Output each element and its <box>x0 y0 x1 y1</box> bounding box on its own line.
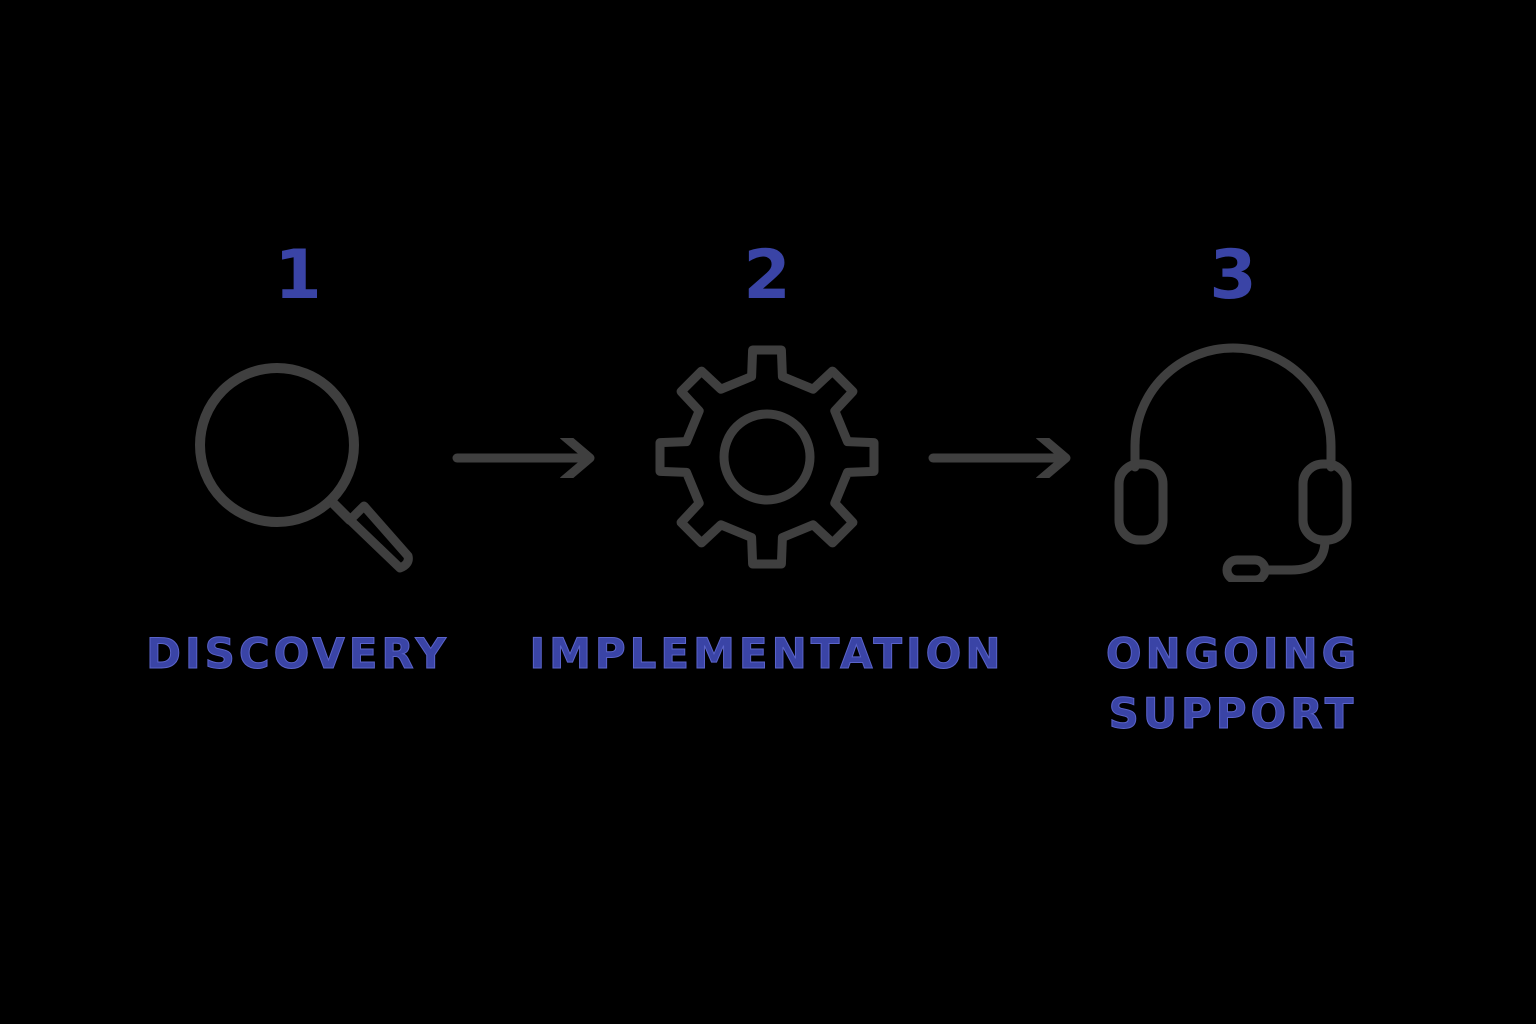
step-label: IMPLEMENTATION <box>527 624 1007 684</box>
step-number: 3 <box>1209 236 1257 315</box>
arrow-right-icon <box>452 438 595 478</box>
magnifying-glass-icon <box>195 363 413 573</box>
step-number: 1 <box>274 236 322 315</box>
gear-icon <box>655 345 879 569</box>
arrow-right-icon <box>928 438 1071 478</box>
step-number: 2 <box>743 236 791 315</box>
step-ongoing-support: 3 ONGOING SUPPORT <box>993 230 1473 744</box>
step-label-line: DISCOVERY <box>146 629 450 679</box>
headset-icon <box>1114 343 1352 582</box>
step-implementation: 2 IMPLEMENTATION <box>527 230 1007 684</box>
step-label-line: IMPLEMENTATION <box>529 629 1005 679</box>
step-discovery: 1 DISCOVERY <box>58 230 538 684</box>
step-label: ONGOING SUPPORT <box>993 624 1473 744</box>
step-label: DISCOVERY <box>58 624 538 684</box>
step-label-line: ONGOING <box>1105 629 1361 679</box>
step-label-line: SUPPORT <box>1108 689 1358 739</box>
